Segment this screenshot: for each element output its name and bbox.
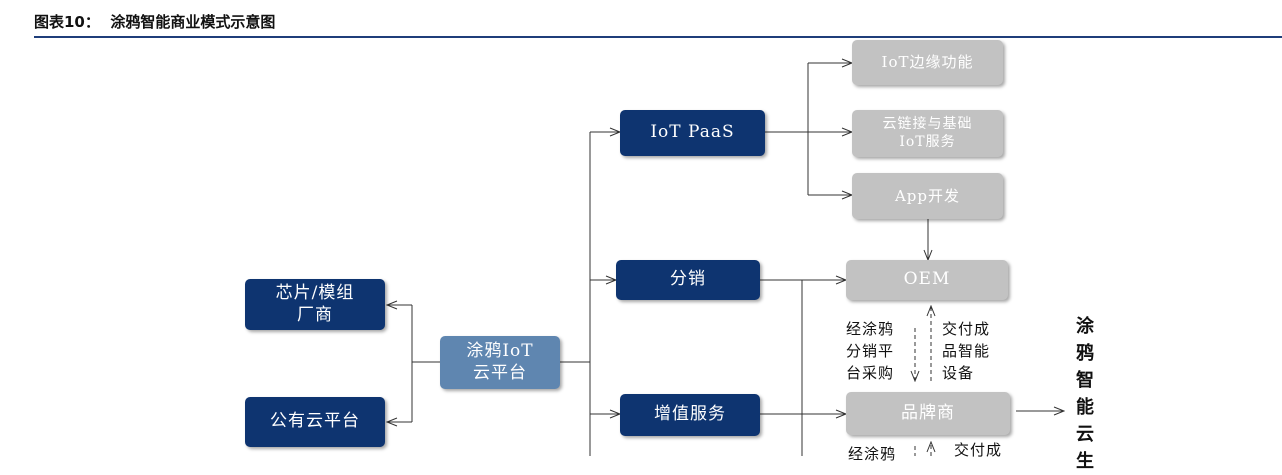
chip-module-vendor-box: 芯片/模组 厂商 <box>245 279 385 330</box>
brand-owner-label: 品牌商 <box>901 402 955 423</box>
oem-purchase-label: 经涂鸦 分销平 台采购 <box>846 320 895 382</box>
distribution-box: 分销 <box>616 260 760 300</box>
oem-box: OEM <box>846 260 1008 300</box>
figure-title: 图表10： 涂鸦智能商业模式示意图 <box>34 13 276 31</box>
app-dev-box: App开发 <box>852 173 1003 219</box>
cloud-link-label: 云链接与基础 IoT服务 <box>882 116 973 150</box>
brand-deliver-label: 交付成 <box>954 441 1003 459</box>
chip-module-vendor-label: 芯片/模组 厂商 <box>275 283 355 325</box>
brand-owner-box: 品牌商 <box>846 392 1010 435</box>
iot-paas-box: IoT PaaS <box>620 110 765 156</box>
tuya-iot-platform-label: 涂鸦IoT 云平台 <box>466 341 534 383</box>
connector-lines <box>0 0 1282 456</box>
brand-purchase-label: 经涂鸦 <box>848 445 897 463</box>
public-cloud-box: 公有云平台 <box>245 397 385 447</box>
tuya-cloud-vertical-text: 涂鸦智能云生 <box>1076 316 1094 472</box>
value-added-services-label: 增值服务 <box>654 404 726 425</box>
iot-edge-label: IoT边缘功能 <box>881 53 974 72</box>
oem-deliver-label: 交付成 品智能 设备 <box>942 320 991 382</box>
title-divider <box>34 36 1282 38</box>
iot-paas-label: IoT PaaS <box>650 122 735 143</box>
cloud-link-box: 云链接与基础 IoT服务 <box>852 110 1003 157</box>
value-added-services-box: 增值服务 <box>620 394 760 436</box>
iot-edge-box: IoT边缘功能 <box>852 40 1003 85</box>
app-dev-label: App开发 <box>894 186 961 205</box>
oem-label: OEM <box>903 269 951 290</box>
public-cloud-label: 公有云平台 <box>270 411 360 432</box>
distribution-label: 分销 <box>670 269 706 290</box>
tuya-iot-platform-box: 涂鸦IoT 云平台 <box>440 336 560 389</box>
